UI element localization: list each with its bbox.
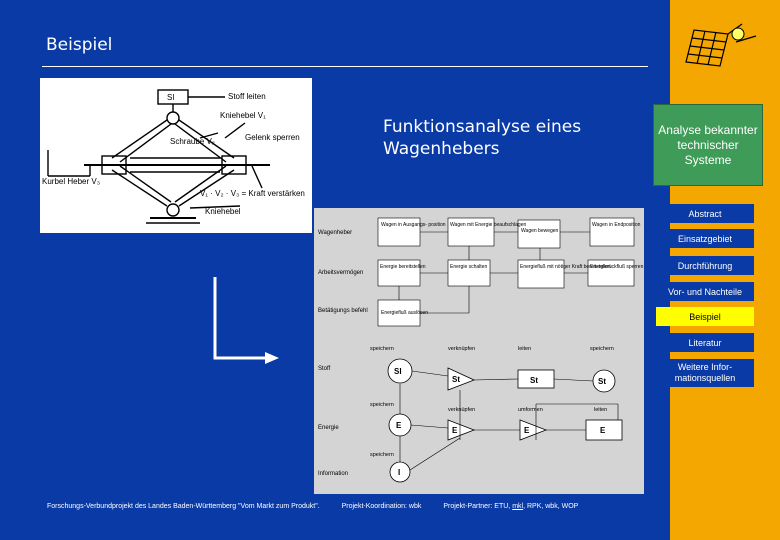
symbol-e-4: E <box>600 426 606 435</box>
car-jack-drawing: SI Stoff leiten Kniehebel V₁ Schraube V₂… <box>42 89 305 224</box>
box-energiefluss-ausloesen <box>377 299 421 327</box>
box-label-endposition: Wagen in Endposition <box>592 222 641 228</box>
symbol-st-1: St <box>452 375 460 384</box>
symbol-e-1: E <box>396 421 402 430</box>
jack-label-si: SI <box>167 93 175 102</box>
grid-logo-icon <box>685 23 757 67</box>
jack-label-kraft: V₁ · V₂ · V₃ = Kraft verstärken <box>200 189 305 198</box>
symbol-st-2: St <box>530 376 538 385</box>
col-speichern-4: speichern <box>370 452 394 458</box>
box-label-ausgangsposition: Wagen in Ausgangs- position <box>381 222 446 228</box>
jack-label-schraube: Schraube V₂ <box>170 137 215 146</box>
page-title: Beispiel <box>46 35 113 55</box>
nav-beispiel[interactable]: Beispiel <box>656 307 754 326</box>
box-energiefluss-kraft <box>517 259 565 289</box>
col-speichern-1: speichern <box>370 346 394 352</box>
analyse-systems-badge: Analyse bekannter technischer Systeme <box>653 104 763 186</box>
box-label-bereitstellen: Energie bereitstellen <box>380 264 426 270</box>
jack-label-stoff: Stoff leiten <box>228 92 266 101</box>
row-label-stoff: Stoff <box>318 366 331 372</box>
symbol-e-2: E <box>452 426 458 435</box>
box-label-bewegen: Wagen bewegen <box>521 228 559 234</box>
col-speichern-3: speichern <box>370 402 394 408</box>
car-jack-illustration: SI Stoff leiten Kniehebel V₁ Schraube V₂… <box>40 78 312 233</box>
box-label-ausloesen: Energiefluß auslösen <box>381 310 428 316</box>
footer-partners: Projekt-Partner: ETU, mkl, RPK, wbk, WOP <box>443 503 578 510</box>
symbol-i: I <box>398 468 400 477</box>
box-label-kraft: Energiefluß mit nötiger Kraft bereitstel… <box>520 264 611 270</box>
box-ausgangsposition <box>377 217 421 247</box>
box-energie-beaufschlagen <box>447 217 495 247</box>
box-label-beaufschlagen: Wagen mit Energie beaufschlagen <box>450 222 526 228</box>
col-umformen: umformen <box>518 407 543 413</box>
col-speichern-2: speichern <box>590 346 614 352</box>
nav-einsatzgebiet[interactable]: Einsatzgebiet <box>656 229 754 248</box>
nav-literatur[interactable]: Literatur <box>656 333 754 352</box>
col-verknuepfen-2: verknüpfen <box>448 407 475 413</box>
jack-label-kniehebel-v1: Kniehebel V₁ <box>220 111 266 120</box>
symbol-st-3: St <box>598 377 606 386</box>
row-label-arbeitsvermoegen: Arbeitsvermögen <box>318 270 363 276</box>
arrow-right-icon <box>213 277 279 364</box>
jack-label-gelenk: Gelenk sperren <box>245 133 300 142</box>
col-leiten-2: leiten <box>594 407 607 413</box>
nav-weitere-informationsquellen[interactable]: Weitere Infor- mationsquellen <box>656 359 754 387</box>
row-label-information: Information <box>318 471 348 477</box>
box-label-ruckfluss: Energierückfluß sperren <box>590 264 644 270</box>
nav-vor-nachteile[interactable]: Vor- und Nachteile <box>656 282 754 301</box>
footer-partners-c: , RPK, wbk, WOP <box>523 503 579 510</box>
symbol-si: SI <box>394 367 402 376</box>
function-diagram: Wagenheber Arbeitsvermögen Betätigungs b… <box>314 208 644 494</box>
col-verknuepfen-1: verknüpfen <box>448 346 475 352</box>
footer-coordination: Projekt-Koordination: wbk <box>341 503 422 510</box>
symbol-e-3: E <box>524 426 530 435</box>
footer-partners-link[interactable]: mkl <box>512 503 524 510</box>
title-divider <box>42 66 648 67</box>
box-endposition <box>589 217 635 247</box>
footer-partners-a: Projekt-Partner: ETU, <box>443 503 513 510</box>
function-analysis-title: Funktionsanalyse eines Wagenhebers <box>383 117 582 159</box>
row-label-wagenheber: Wagenheber <box>318 230 352 236</box>
col-leiten-1: leiten <box>518 346 531 352</box>
nav-abstract[interactable]: Abstract <box>656 204 754 223</box>
box-label-schalten: Energie schalten <box>450 264 487 270</box>
box-wagen-bewegen <box>517 219 561 249</box>
nav-durchfuehrung[interactable]: Durchführung <box>656 256 754 275</box>
row-label-energie: Energie <box>318 425 339 431</box>
box-energierueckfluss <box>587 259 635 287</box>
row-label-betaetigung: Betätigungs befehl <box>318 308 368 314</box>
jack-label-kniehebel: Kniehebel <box>205 207 241 216</box>
footer-project: Forschungs-Verbundprojekt des Landes Bad… <box>47 503 320 510</box>
jack-label-kurbel: Kurbel Heber V₃ <box>42 177 100 186</box>
footer: Forschungs-Verbundprojekt des Landes Bad… <box>47 503 598 510</box>
